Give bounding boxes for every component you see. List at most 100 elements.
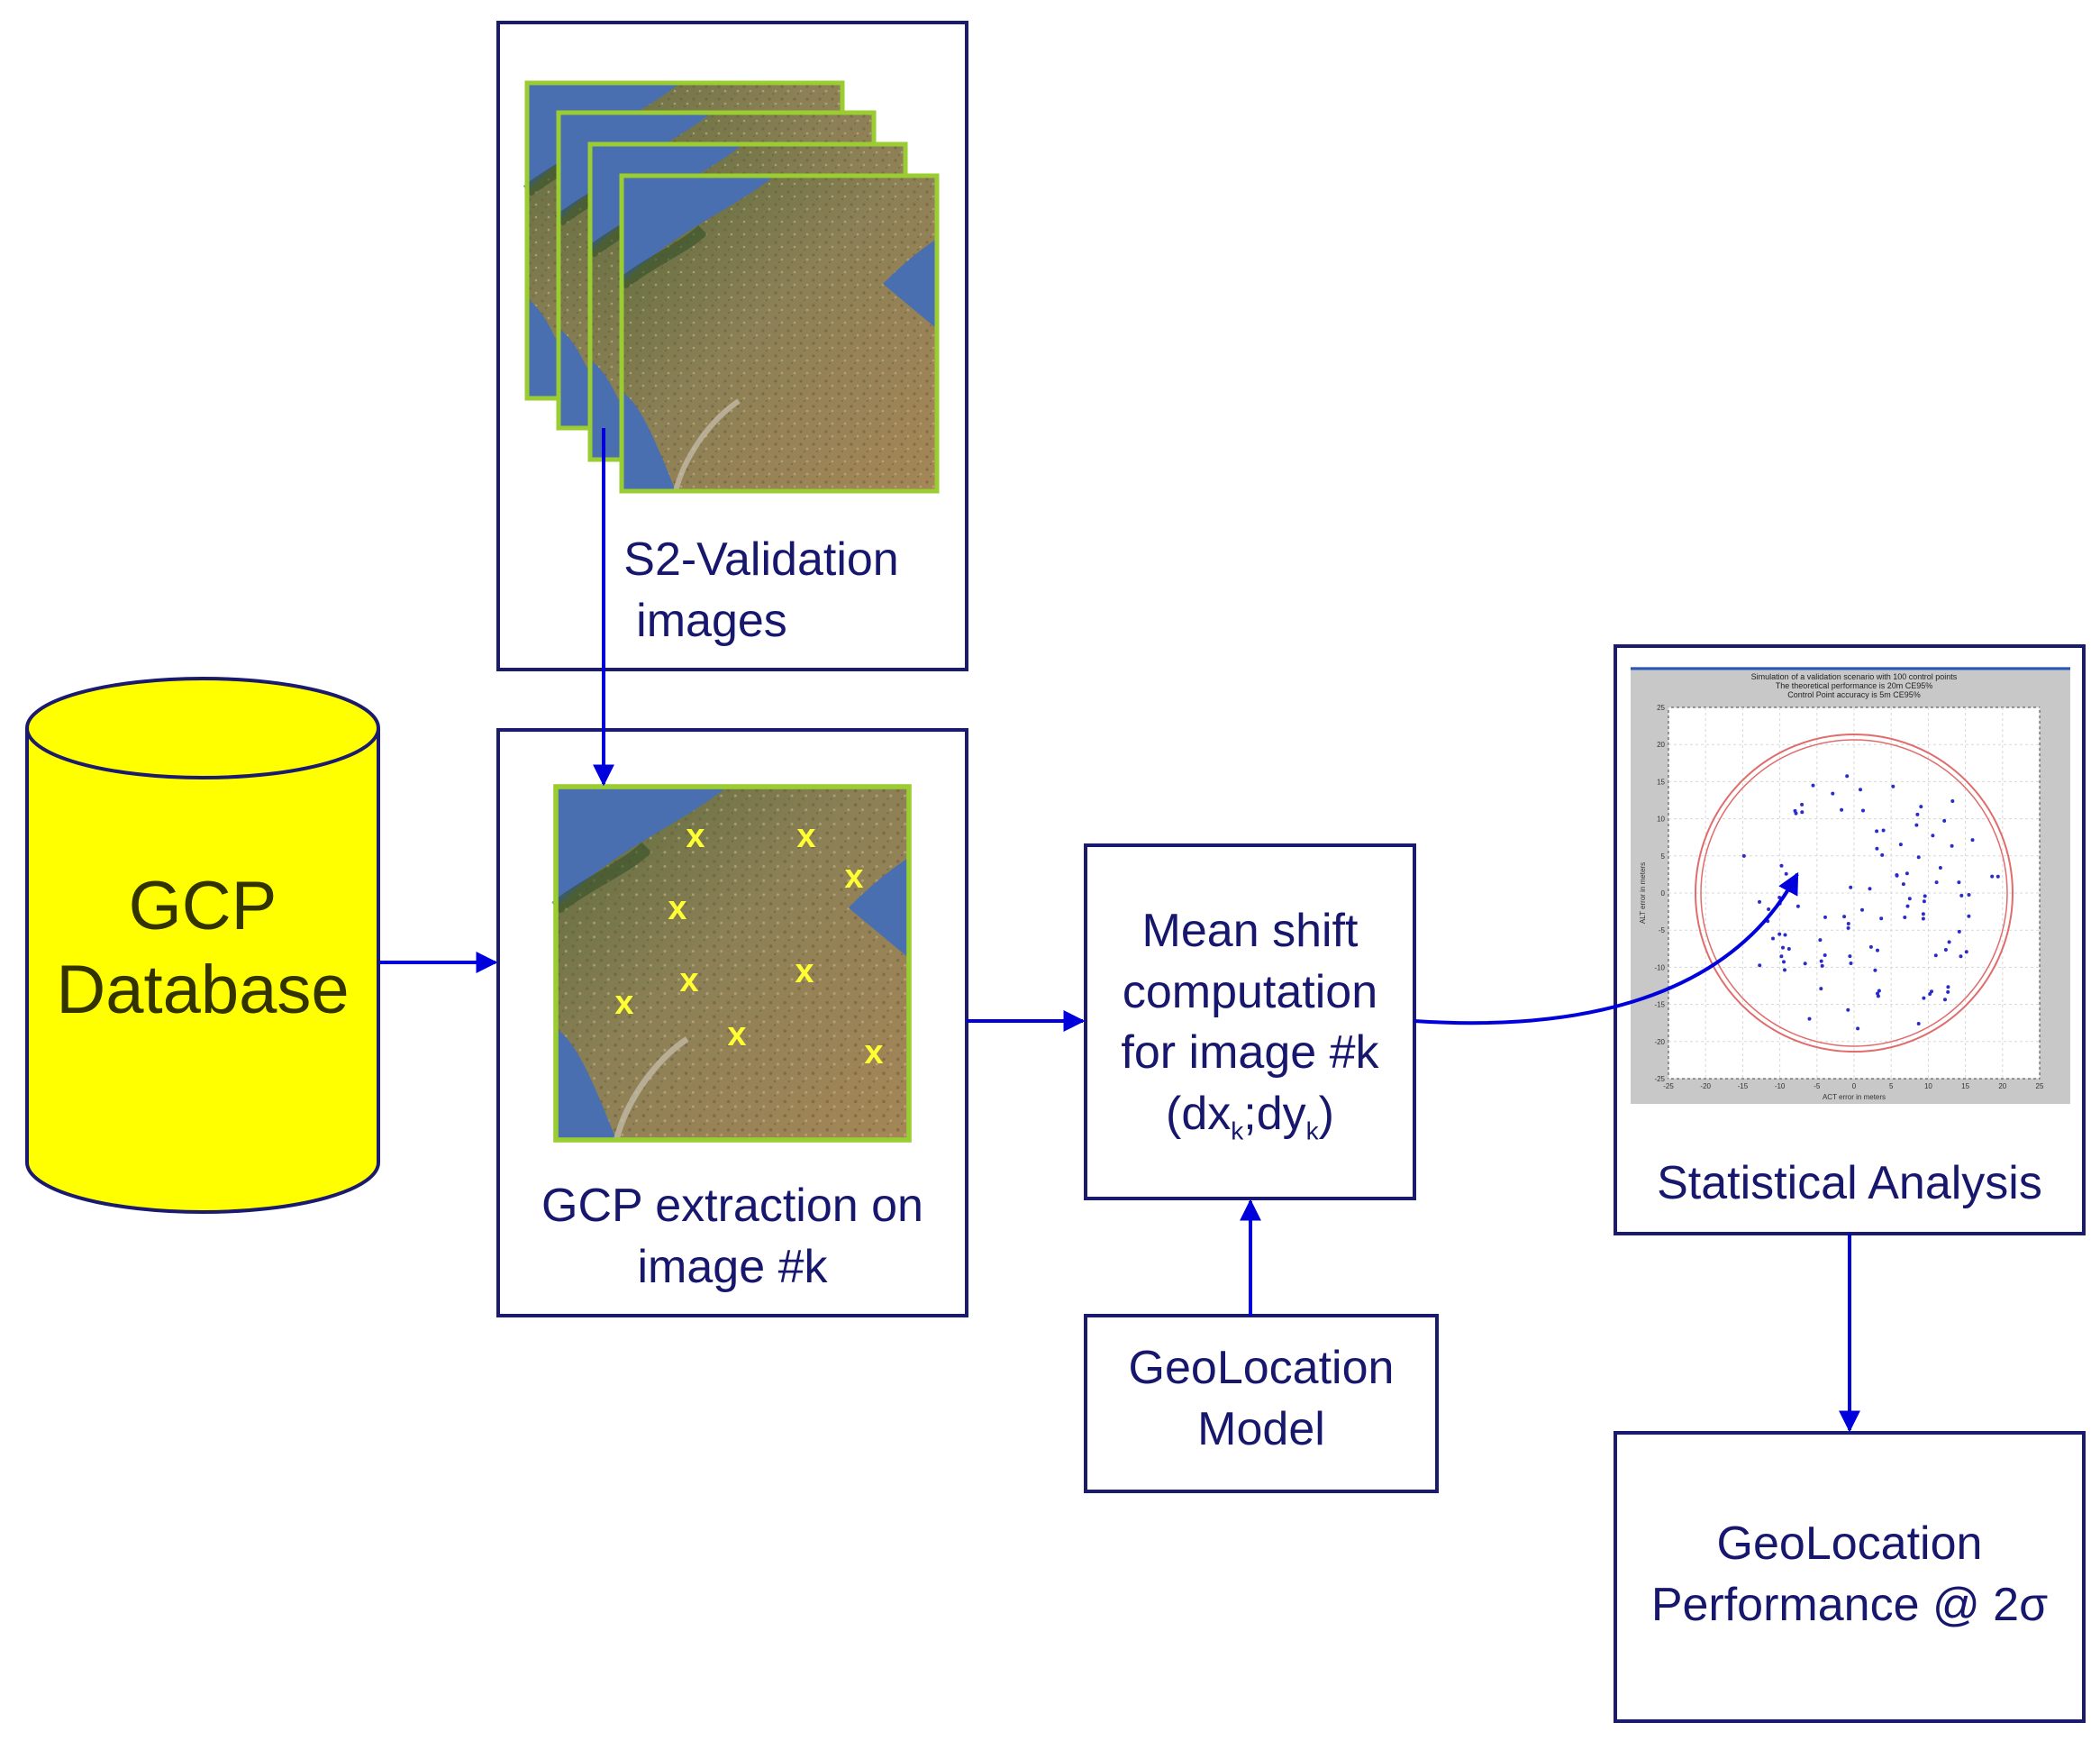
- plot-point: [1876, 991, 1879, 996]
- plot-point: [1846, 1007, 1850, 1012]
- plot-point: [1916, 855, 1921, 860]
- mean-shift-line1: Mean shift: [1141, 905, 1359, 957]
- plot-point: [1803, 962, 1807, 966]
- plot-point: [1915, 812, 1920, 816]
- plot-y-tick-label: 10: [1657, 816, 1665, 824]
- plot-point: [1959, 893, 1964, 898]
- plot-point: [1943, 998, 1947, 1002]
- plot-point: [1905, 871, 1909, 876]
- plot-x-tick-label: 25: [2036, 1082, 2044, 1090]
- plot-point: [1876, 948, 1879, 952]
- gcp-extraction-label: GCP extraction on image #k: [498, 1176, 967, 1298]
- plot-title-line: The theoretical performance is 20m CE95%: [1776, 681, 1933, 690]
- plot-point: [1782, 960, 1786, 964]
- plot-point: [1875, 846, 1879, 851]
- mean-shift-box: [1084, 843, 1416, 1200]
- plot-point: [1946, 985, 1950, 989]
- validation-images-label: S2-Validation images: [505, 530, 1018, 652]
- plot-y-tick-label: -25: [1654, 1075, 1665, 1083]
- plot-point: [1967, 914, 1971, 918]
- plot-point: [1933, 953, 1938, 958]
- plot-point: [1783, 933, 1787, 937]
- plot-point: [1947, 940, 1951, 944]
- plot-point: [1848, 954, 1852, 959]
- plot-point: [1914, 823, 1919, 827]
- plot-point: [1781, 945, 1785, 950]
- plot-point: [1800, 810, 1805, 815]
- plot-point: [1881, 828, 1886, 833]
- plot-point: [1880, 852, 1885, 857]
- plot-point: [1943, 948, 1948, 952]
- validation-images-line2: images: [636, 594, 787, 647]
- mean-shift-line2: computation: [1122, 965, 1378, 1018]
- plot-point: [1964, 950, 1968, 954]
- gcp-marker: x: [686, 817, 705, 855]
- scatter-plot-thumbnail: Simulation of a validation scenario with…: [1631, 667, 2070, 1104]
- plot-point: [1967, 893, 1971, 897]
- plot-x-axis-label: ACT error in meters: [1823, 1093, 1886, 1101]
- plot-y-tick-label: -10: [1654, 963, 1665, 971]
- geolocation-performance-line1: GeoLocation: [1716, 1518, 1983, 1570]
- plot-x-tick-label: -15: [1738, 1082, 1749, 1090]
- plot-point: [1868, 887, 1872, 891]
- plot-title-line: Control Point accuracy is 5m CE95%: [1787, 690, 1921, 699]
- plot-y-axis-label: ALT error in meters: [1639, 862, 1647, 924]
- plot-point: [1779, 954, 1784, 959]
- satellite-image-stack: [527, 83, 937, 491]
- mean-shift-line3: for image #k: [1121, 1026, 1379, 1080]
- plot-point: [1942, 818, 1947, 823]
- plot-point: [1946, 989, 1950, 994]
- plot-point: [1807, 1016, 1812, 1021]
- plot-point: [1950, 799, 1955, 803]
- plot-point: [1818, 938, 1823, 943]
- plot-y-tick-label: -5: [1659, 926, 1666, 934]
- plot-point: [1907, 897, 1912, 901]
- gcp-extraction-line1: GCP extraction on: [541, 1180, 923, 1232]
- validation-images-line1: S2-Validation: [623, 533, 899, 586]
- plot-point: [1784, 871, 1788, 876]
- plot-point: [1868, 944, 1873, 949]
- plot-point: [1846, 925, 1850, 930]
- plot-point: [1959, 954, 1963, 959]
- flow-arrows: [380, 428, 1860, 1433]
- arrow-meanshift-to-analysis: [1414, 871, 1799, 1025]
- plot-point: [1800, 802, 1805, 807]
- plot-point: [1786, 947, 1791, 951]
- plot-point: [1990, 874, 1995, 879]
- plot-y-tick-label: 15: [1657, 778, 1665, 786]
- plot-point: [1831, 791, 1835, 796]
- gcp-marker: x: [668, 889, 686, 927]
- plot-x-tick-label: -25: [1663, 1082, 1674, 1090]
- plot-point: [1921, 912, 1925, 916]
- plot-point: [1819, 987, 1823, 991]
- plot-point: [1930, 989, 1933, 994]
- gcp-extraction-line2: image #k: [637, 1240, 828, 1293]
- plot-y-tick-label: 0: [1661, 889, 1666, 898]
- plot-point: [1820, 963, 1824, 968]
- plot-point: [1957, 880, 1961, 885]
- plot-point: [1921, 916, 1925, 921]
- plot-point: [1846, 922, 1850, 925]
- gcp-extraction-image: [556, 787, 909, 1140]
- plot-point: [1823, 953, 1827, 957]
- plot-point: [1903, 916, 1907, 919]
- plot-x-tick-label: 10: [1924, 1082, 1932, 1090]
- gcp-marker: x: [727, 1016, 746, 1053]
- plot-point: [1938, 866, 1942, 870]
- plot-x-tick-label: -20: [1700, 1082, 1711, 1090]
- plot-y-tick-label: 20: [1657, 741, 1665, 749]
- plot-point: [1905, 904, 1910, 908]
- geolocation-model-box: [1084, 1314, 1439, 1493]
- plot-x-tick-label: 5: [1889, 1082, 1894, 1090]
- plot-point: [1901, 882, 1905, 887]
- plot-point: [1895, 873, 1899, 878]
- plot-point: [1879, 916, 1884, 921]
- plot-point: [1922, 996, 1926, 1000]
- plot-point: [1916, 1022, 1921, 1025]
- plot-point: [1922, 899, 1926, 904]
- geolocation-performance-label: GeoLocation Performance @ 2σ: [1615, 1514, 2084, 1636]
- plot-point: [1919, 805, 1923, 809]
- plot-point: [1873, 968, 1877, 972]
- geolocation-model-label: GeoLocation Model: [1086, 1338, 1437, 1460]
